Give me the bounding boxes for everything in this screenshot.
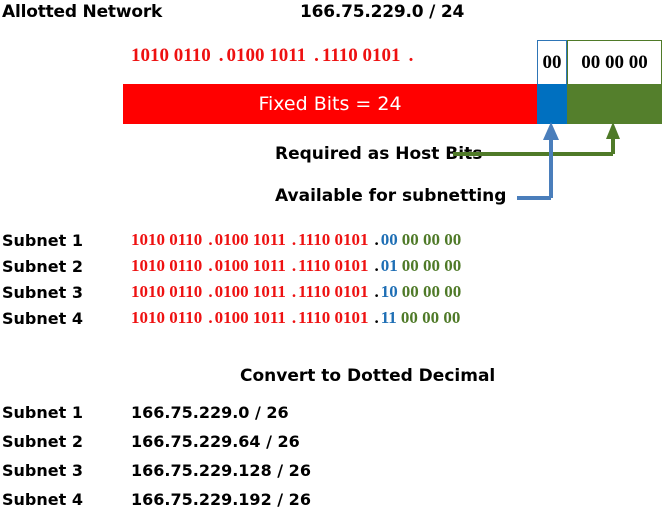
row-sep-1: . [208,230,213,249]
row-octet2: 0100 1011 [214,308,286,327]
table-row: Subnet 3 166.75.229.128 / 26 [0,458,663,487]
row-host-bits: 00 00 00 [401,256,462,275]
decimal-row-value: 166.75.229.0 / 26 [131,403,289,422]
octet-separator-1: . [218,45,224,66]
table-row: Subnet 2 166.75.229.64 / 26 [0,429,663,458]
subnet-bits-box: 00 [537,40,567,85]
row-octet3: 1110 0101 [298,230,369,249]
table-row: Subnet 3 1010 0110.0100 1011.1110 0101.1… [0,280,663,306]
subnet-row-label: Subnet 3 [2,283,83,302]
host-bits-box: 00 00 00 [567,40,662,85]
row-host-bits: 00 00 00 [401,230,462,249]
main-binary-address: 1010 0110.0100 1011.1110 0101. [131,45,416,67]
row-host-bits: 00 00 00 [401,282,462,301]
table-row: Subnet 4 1010 0110.0100 1011.1110 0101.1… [0,306,663,332]
subnet-bits-value: 00 [542,51,562,73]
row-octet2: 0100 1011 [214,256,286,275]
row-octet1: 1010 0110 [131,230,203,249]
row-sep-1: . [208,282,213,301]
annotation-arrows [453,122,620,200]
main-binary-octet1: 1010 0110 [131,45,211,66]
decimal-row-label: Subnet 3 [2,461,83,480]
main-binary-octet2: 0100 1011 [226,45,307,66]
main-binary-octet3: 1110 0101 [321,45,401,66]
subnet-binary-table: Subnet 1 1010 0110.0100 1011.1110 0101.0… [0,228,663,332]
row-octet2: 0100 1011 [214,282,286,301]
table-row: Subnet 4 166.75.229.192 / 26 [0,487,663,516]
octet-separator-3: . [408,45,414,66]
fixed-bits-bar: Fixed Bits = 24 [123,84,537,124]
subnet-bits-bar [537,84,567,124]
host-bits-annotation-label: Required as Host Bits [275,144,483,164]
row-octet3: 1110 0101 [298,256,369,275]
decimal-row-value: 166.75.229.64 / 26 [131,432,300,451]
subnet-row-label: Subnet 1 [2,231,83,250]
subnet-row-label: Subnet 4 [2,309,83,328]
row-sep-3: . [374,256,379,275]
row-sep-3: . [374,308,379,327]
convert-heading: Convert to Dotted Decimal [240,366,496,386]
fixed-bits-label: Fixed Bits = 24 [258,93,402,115]
octet-separator-2: . [314,45,319,66]
row-subnet-bits: 01 [380,256,398,275]
subnetting-annotation-label: Available for subnetting [275,186,507,206]
table-row: Subnet 1 166.75.229.0 / 26 [0,400,663,429]
host-bits-value: 00 00 00 [581,51,648,73]
decimal-row-label: Subnet 2 [2,432,83,451]
decimal-row-value: 166.75.229.192 / 26 [131,490,311,509]
row-subnet-bits: 11 [380,308,397,327]
row-host-bits: 00 00 00 [400,308,461,327]
decimal-row-label: Subnet 4 [2,490,83,509]
decimal-row-value: 166.75.229.128 / 26 [131,461,311,480]
row-sep-2: . [291,256,297,275]
row-octet1: 1010 0110 [131,256,203,275]
row-sep-3: . [374,282,379,301]
subnet-row-label: Subnet 2 [2,257,83,276]
row-octet3: 1110 0101 [298,308,369,327]
allotted-network-address: 166.75.229.0 / 24 [300,2,465,22]
row-octet2: 0100 1011 [214,230,286,249]
host-bits-bar [567,84,662,124]
row-octet3: 1110 0101 [298,282,369,301]
decimal-row-label: Subnet 1 [2,403,83,422]
row-sep-2: . [291,308,297,327]
row-sep-2: . [291,230,297,249]
row-octet1: 1010 0110 [131,282,203,301]
subnetting-arrow-icon [517,122,559,200]
table-row: Subnet 1 1010 0110.0100 1011.1110 0101.0… [0,228,663,254]
page-title: Allotted Network [2,2,163,22]
row-octet1: 1010 0110 [131,308,203,327]
dotted-decimal-table: Subnet 1 166.75.229.0 / 26 Subnet 2 166.… [0,400,663,516]
table-row: Subnet 2 1010 0110.0100 1011.1110 0101.0… [0,254,663,280]
row-sep-1: . [208,308,213,327]
row-sep-2: . [291,282,297,301]
row-subnet-bits: 10 [380,282,398,301]
row-sep-1: . [208,256,213,275]
row-subnet-bits: 00 [380,230,398,249]
row-sep-3: . [374,230,379,249]
